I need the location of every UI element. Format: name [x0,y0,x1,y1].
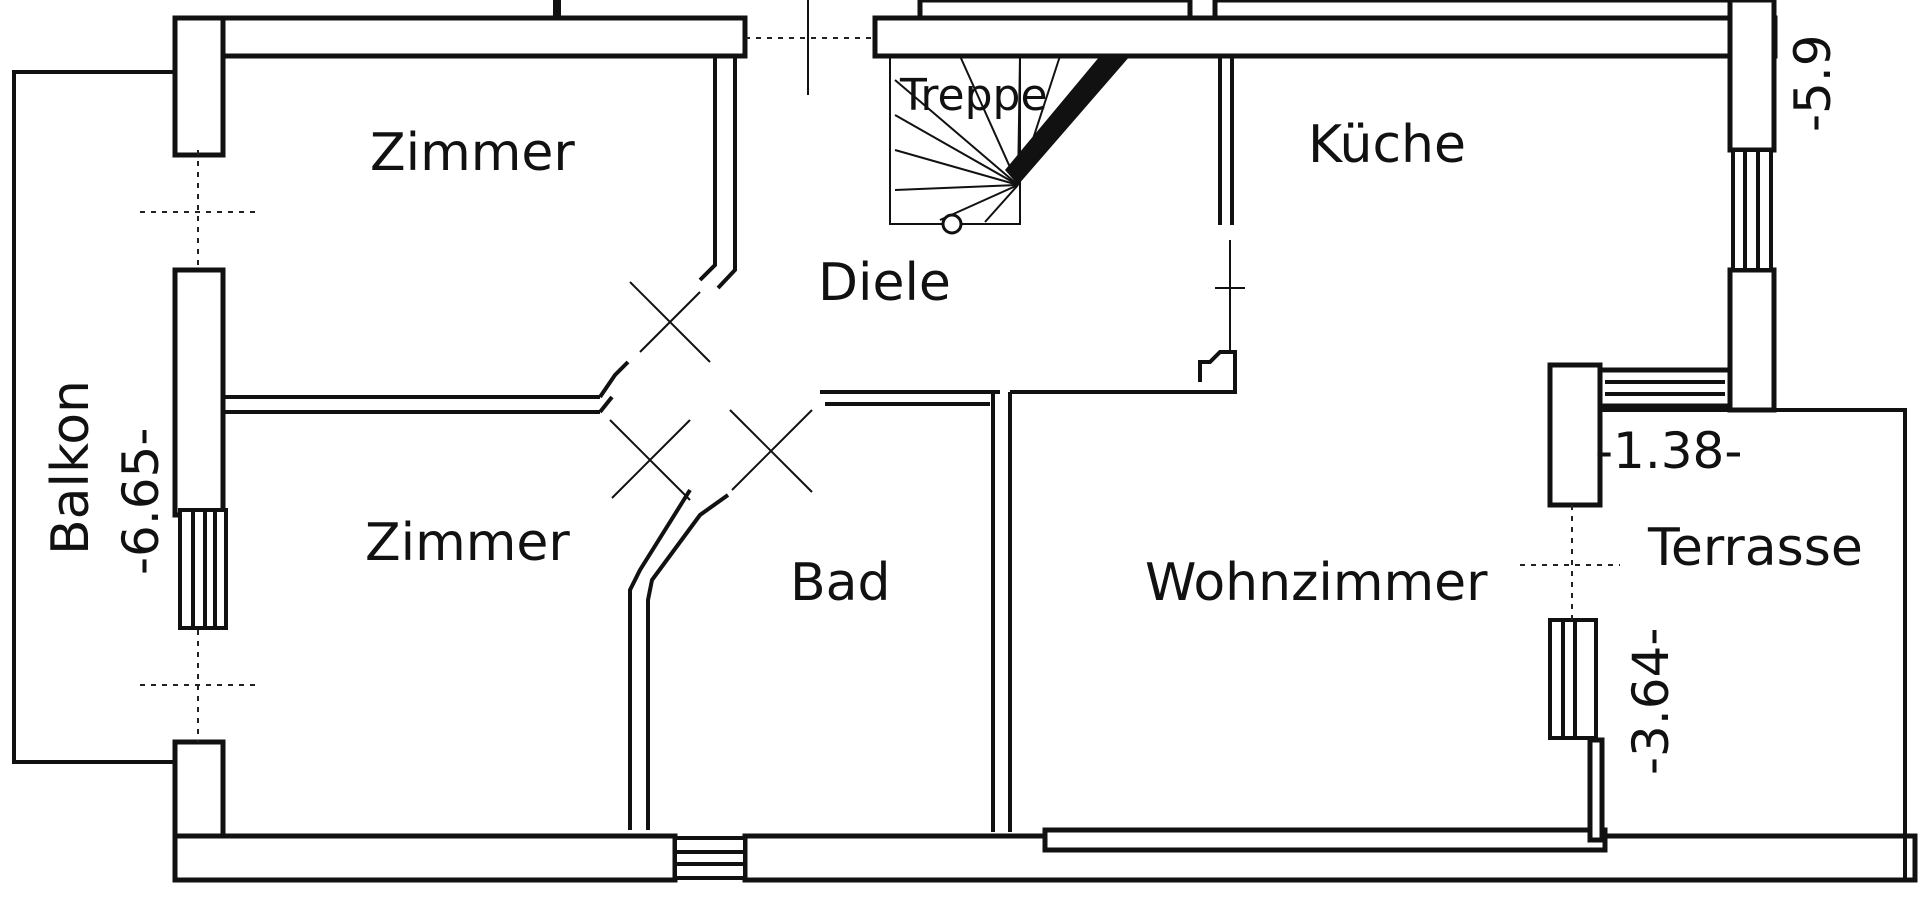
dimension-terrasse-depth: -3.64- [1622,628,1680,775]
stair-step-8 [1017,55,1021,186]
left-wall-lower [172,739,226,845]
door-swing-3b [731,409,813,491]
room-labels: Zimmer Zimmer Treppe Diele Küche Bad Woh… [41,70,1863,613]
right-wall-upper [1727,0,1777,153]
bottom-wall-inner [1042,827,1608,853]
stair-step-2 [894,114,1019,186]
terrace [1600,408,1907,880]
stair-step-6 [984,184,1019,223]
diele-step-wall [1010,350,1237,394]
staircase [889,55,1130,235]
room-label-zimmer-top: Zimmer [370,123,575,183]
zimmer-top-right-wall-b [716,56,737,290]
room-label-bad: Bad [790,553,891,613]
door-swing-2b [611,419,691,499]
bottom-wall-left [172,833,678,883]
balcony-outline [12,70,175,764]
stair-step-4 [894,184,1019,191]
room-label-terrasse: Terrasse [1647,518,1863,578]
windows [178,148,1773,880]
door-swings [609,281,813,501]
bottom-window [673,836,747,880]
top-wall-tick [553,0,561,18]
bad-left-wall-a [628,488,692,830]
zimmer-divider-corner-a [598,360,630,399]
room-label-zimmer-bottom: Zimmer [365,513,570,573]
door-swing-1b [639,291,701,353]
zimmer-divider-corner-b [598,395,614,414]
stair-step-9 [1017,55,1061,186]
room-label-wohnzimmer: Wohnzimmer [1145,553,1488,613]
top-wall-stub-1 [917,0,1193,21]
terrace-wall-lower [1587,737,1605,843]
dimension-terrasse-width: -1.38- [1595,422,1742,480]
stair-start-marker [941,213,963,235]
dimension-labels: -6.65- -1.38- -3.64- -5.9 [112,34,1842,775]
dimension-balkon-length: -6.65- [112,428,170,575]
stair-step-3 [894,149,1019,186]
kitchen-window [1731,148,1773,272]
room-label-treppe: Treppe [899,70,1048,121]
terrace-wall-lintel [1597,367,1733,409]
stair-step-1 [894,79,1019,186]
room-label-diele: Diele [818,253,951,313]
room-label-balkon: Balkon [41,380,101,555]
center-lines [140,0,1620,742]
room-label-kueche: Küche [1308,115,1466,175]
dimension-top-right: -5.9 [1784,34,1842,132]
top-wall-left [172,15,748,59]
right-wall-lower [1727,267,1777,413]
zimmer-top-right-wall-a [698,56,717,282]
terrace-outline [1600,408,1907,880]
top-wall-right [872,15,1778,59]
terrace-wall-upper [1547,362,1603,508]
interior-walls [223,56,1245,832]
stair-banister [1005,56,1130,185]
top-wall-stub-2 [1212,0,1738,21]
stair-step-7 [959,55,1019,186]
bad-left-wall-b [646,493,730,830]
left-wall-middle [172,267,226,518]
left-wall-upper [172,15,226,158]
balcony [12,70,175,764]
